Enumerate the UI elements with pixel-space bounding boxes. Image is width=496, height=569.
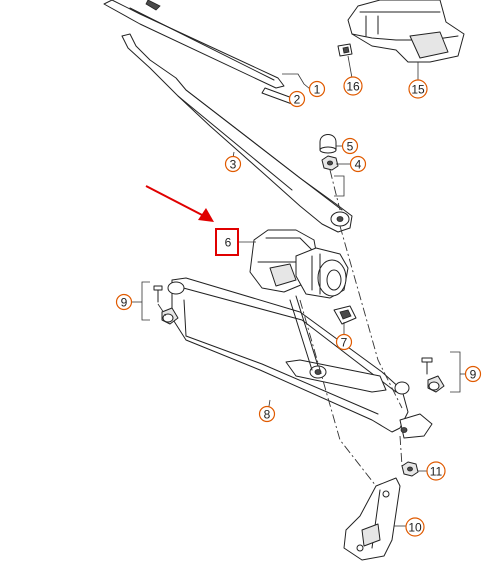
callout-label: 2 xyxy=(294,93,301,107)
callout-c7[interactable]: 7 xyxy=(335,333,353,351)
callout-c10[interactable]: 10 xyxy=(405,517,425,537)
callout-circle xyxy=(408,79,428,99)
callout-label: 10 xyxy=(408,521,422,535)
callout-label: 4 xyxy=(355,158,362,172)
mounting-bracket[interactable] xyxy=(343,477,401,561)
bracket-9-left xyxy=(141,281,150,321)
callout-circle xyxy=(224,155,242,173)
callout-label: 9 xyxy=(470,368,477,382)
alignment-lines xyxy=(157,169,403,487)
callout-circle xyxy=(335,333,353,351)
nut-11[interactable] xyxy=(401,461,419,477)
callout-circle xyxy=(341,137,359,155)
mounting-screw-right[interactable] xyxy=(421,357,445,393)
highlight-arrow xyxy=(145,185,214,222)
callout-c16[interactable]: 16 xyxy=(343,76,363,96)
callout-circle xyxy=(405,517,425,537)
cover-cap[interactable] xyxy=(319,134,337,154)
wiper-linkage-frame[interactable] xyxy=(167,277,433,439)
mounting-screw-left[interactable] xyxy=(153,285,179,325)
callout-c5[interactable]: 5 xyxy=(341,137,359,155)
wiper-arm[interactable] xyxy=(121,33,353,233)
callout-c8[interactable]: 8 xyxy=(258,405,276,423)
leader-lines xyxy=(131,55,466,527)
callout-circle xyxy=(115,293,133,311)
callout-label: 15 xyxy=(411,83,425,97)
highlight-box xyxy=(215,228,239,256)
nut-bracket xyxy=(334,175,345,197)
callout-c9b[interactable]: 9 xyxy=(464,365,482,383)
callout-circle xyxy=(464,365,482,383)
callout-circle xyxy=(349,155,367,173)
callout-label: 5 xyxy=(347,140,354,154)
callout-label: 9 xyxy=(121,296,128,310)
callout-c6[interactable]: 6 xyxy=(225,236,232,250)
callouts: 12 3 45 6 7 8 9 9 10 11 15 16 xyxy=(115,76,482,537)
bracket-9-right xyxy=(450,351,461,393)
callout-circle xyxy=(258,405,276,423)
callout-circle xyxy=(308,80,326,98)
callout-label: 6 xyxy=(225,236,232,250)
callout-c1[interactable]: 1 xyxy=(308,80,326,98)
callout-c9a[interactable]: 9 xyxy=(115,293,133,311)
callout-circle xyxy=(343,76,363,96)
callout-label: 8 xyxy=(264,408,271,422)
callout-label: 1 xyxy=(314,83,321,97)
callout-label: 11 xyxy=(430,465,443,479)
callout-c3[interactable]: 3 xyxy=(224,155,242,173)
callout-c11[interactable]: 11 xyxy=(426,461,446,481)
wiper-motor[interactable] xyxy=(249,229,349,299)
callout-c15[interactable]: 15 xyxy=(408,79,428,99)
motor-plug[interactable] xyxy=(333,305,357,325)
hex-nut[interactable] xyxy=(321,155,339,171)
callout-circle xyxy=(288,90,306,108)
callout-label: 3 xyxy=(230,158,237,172)
connector-housing[interactable] xyxy=(347,0,465,63)
callout-c2[interactable]: 2 xyxy=(288,90,306,108)
callout-c4[interactable]: 4 xyxy=(349,155,367,173)
callout-label: 7 xyxy=(341,336,348,350)
callout-label: 16 xyxy=(346,80,360,94)
plug-connector[interactable] xyxy=(337,43,353,57)
callout-circle xyxy=(426,461,446,481)
